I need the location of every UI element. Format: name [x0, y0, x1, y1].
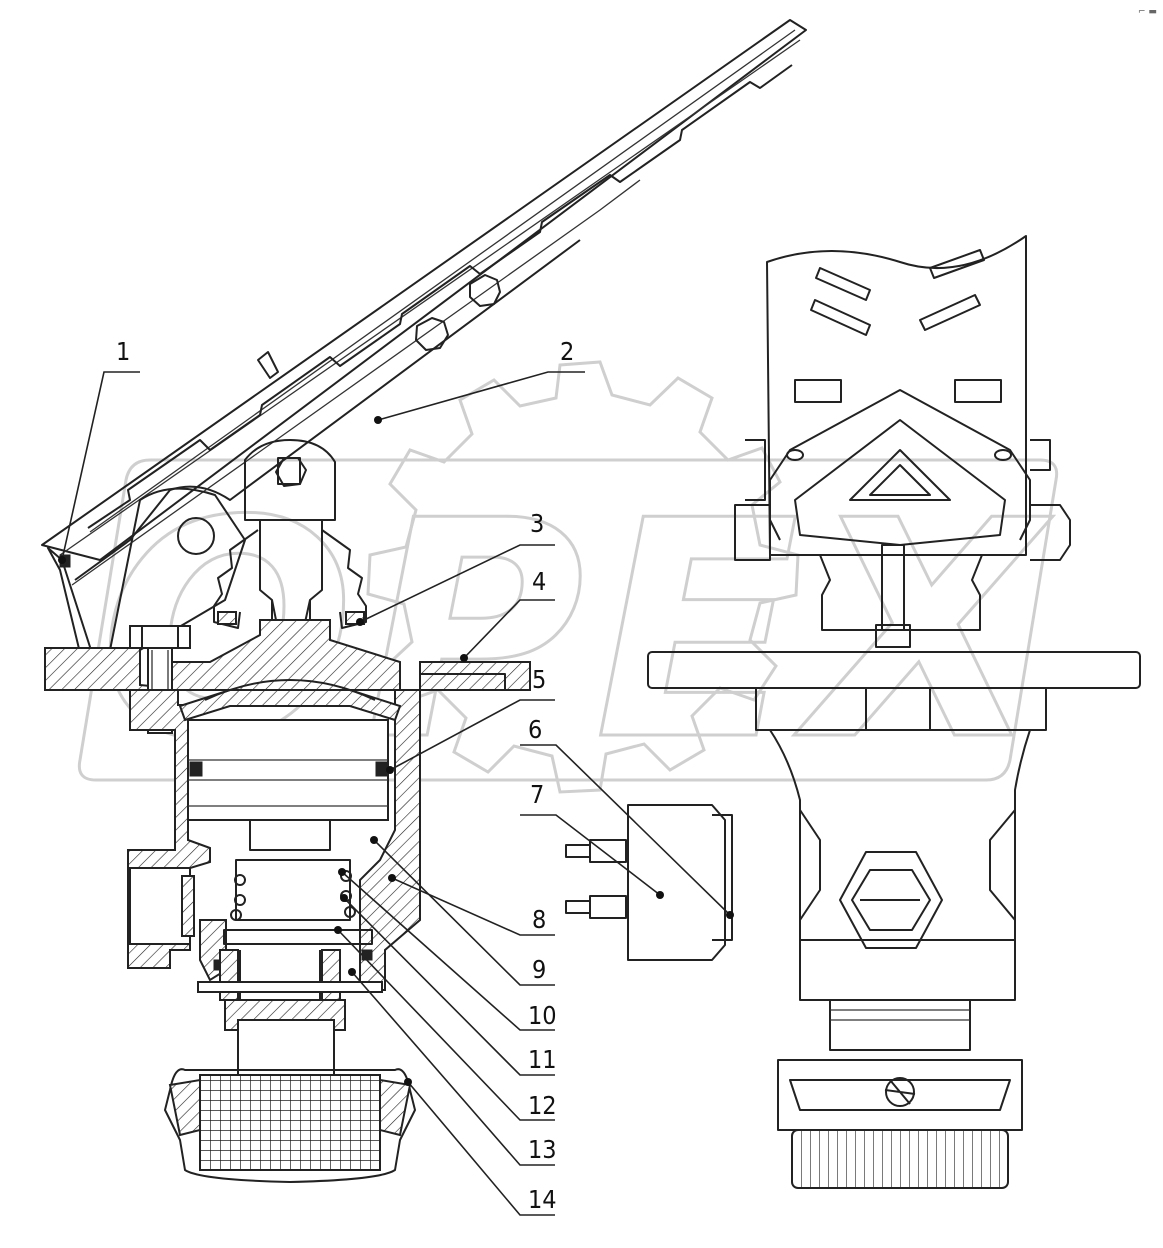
- spring-upper: [230, 870, 356, 921]
- watermark-gear-outline: [366, 360, 800, 794]
- callout-14: 14: [404, 1078, 557, 1216]
- pedal-hole-upper: [469, 274, 501, 307]
- watermark-rounded-frame: [77, 458, 1059, 782]
- svg-text:7: 7: [530, 780, 544, 809]
- callout-3: 3: [356, 509, 555, 626]
- knob-grip: [791, 1129, 1009, 1189]
- svg-text:14: 14: [528, 1185, 557, 1214]
- svg-text:1: 1: [116, 337, 130, 366]
- svg-text:10: 10: [528, 1001, 557, 1030]
- svg-text:3: 3: [530, 509, 544, 538]
- svg-text:5: 5: [532, 665, 546, 694]
- callout-10: 10: [338, 868, 557, 1031]
- callout-13: 13: [348, 968, 557, 1166]
- pressure-switch: [565, 804, 733, 961]
- svg-text:12: 12: [528, 1091, 557, 1120]
- knob: [164, 1068, 416, 1183]
- callout-9: 9: [370, 836, 555, 986]
- svg-text:2: 2: [560, 337, 574, 366]
- callouts: 1 2 3 4 5 6: [58, 337, 734, 1216]
- svg-text:13: 13: [528, 1135, 557, 1164]
- callout-5: 5: [386, 665, 555, 774]
- callout-12: 12: [334, 926, 557, 1121]
- callout-2: 2: [374, 337, 585, 424]
- corner-mark: ⌐ ▬: [1138, 7, 1157, 17]
- callout-4: 4: [460, 567, 555, 662]
- svg-text:9: 9: [532, 955, 546, 984]
- hinge-hole: [177, 517, 215, 555]
- section-view: [41, 19, 807, 1183]
- hex-port: [839, 851, 943, 949]
- callout-11: 11: [340, 894, 557, 1076]
- callout-7: 7: [520, 780, 664, 899]
- callout-8: 8: [388, 874, 555, 936]
- pedal-hole-lower: [415, 317, 449, 351]
- callout-1: 1: [58, 337, 140, 564]
- pedal-exterior: [766, 235, 1027, 556]
- svg-text:4: 4: [532, 567, 546, 596]
- pedal-slots: [786, 249, 1012, 461]
- valve-body: [127, 679, 421, 1081]
- svg-text:8: 8: [532, 905, 546, 934]
- svg-text:11: 11: [528, 1045, 557, 1074]
- svg-text:6: 6: [528, 715, 542, 744]
- rubber-boot: [213, 529, 367, 629]
- exterior-view: [565, 235, 1141, 1189]
- callout-6: 6: [520, 715, 734, 919]
